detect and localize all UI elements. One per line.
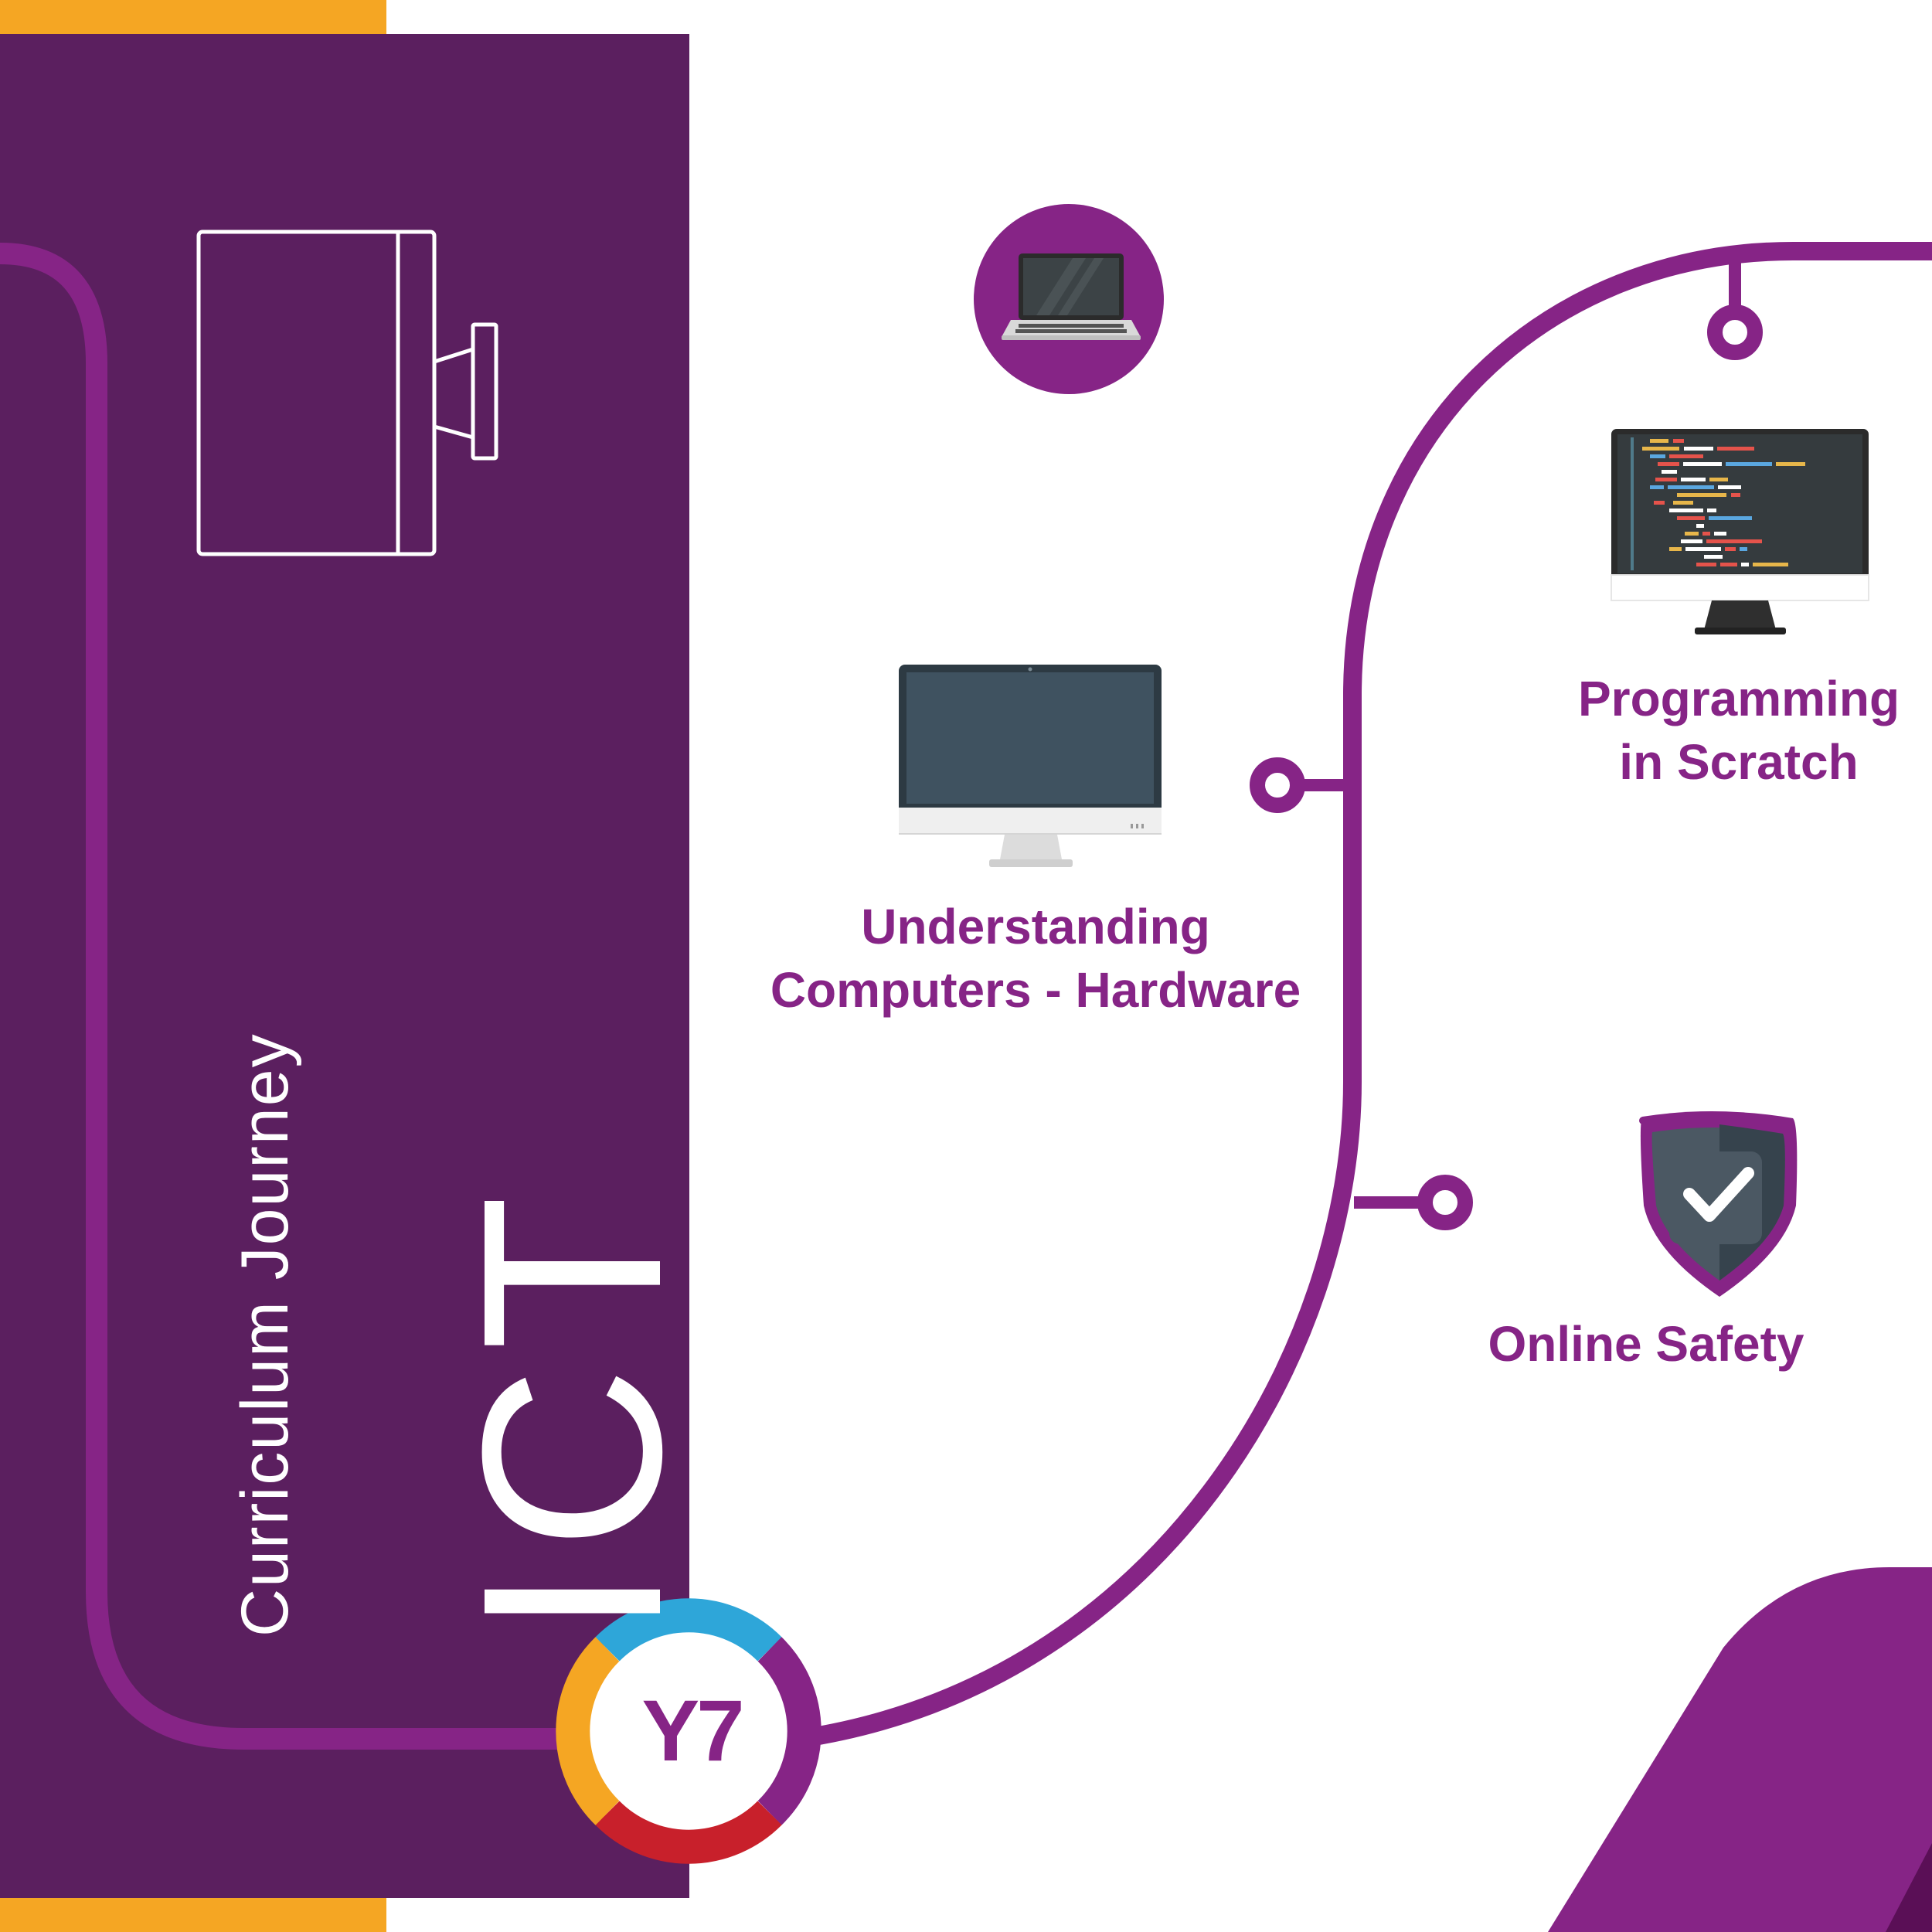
topic-scratch-line-2: in Scratch	[1619, 734, 1859, 790]
shield-check-icon	[1639, 1111, 1798, 1297]
node-safety	[1354, 1175, 1473, 1230]
top-accent-bar	[0, 0, 386, 34]
node-scratch	[1707, 255, 1763, 360]
decorative-ribbon-shadow	[1886, 1843, 1932, 1932]
node-hardware	[1250, 757, 1349, 813]
poster-title-wrap: ICT	[429, 1179, 714, 1637]
decorative-ribbon	[1548, 1567, 1932, 1932]
computer-monitor-outline-icon	[196, 230, 498, 556]
panel-path-line	[0, 243, 587, 1750]
poster-subtitle: Curriculum Journey	[228, 1032, 302, 1637]
topic-scratch-label: Programming in Scratch	[1546, 667, 1932, 794]
topic-safety-label: Online Safety	[1453, 1312, 1839, 1376]
poster-subtitle-wrap: Curriculum Journey	[228, 1032, 302, 1637]
topic-hardware-line-1: Understanding	[861, 899, 1210, 954]
poster-title: ICT	[429, 1179, 714, 1637]
topic-safety-line-1: Online Safety	[1488, 1316, 1804, 1372]
bottom-accent-bar	[0, 1898, 386, 1932]
topic-hardware-label: Understanding Computers - Hardware	[719, 895, 1352, 1022]
side-panel	[0, 34, 689, 1898]
year-badge-label: Y7	[641, 1682, 745, 1779]
code-monitor-icon	[1611, 429, 1869, 634]
year-badge	[556, 1598, 821, 1864]
desktop-monitor-icon	[899, 665, 1162, 867]
topic-hardware-line-2: Computers - Hardware	[770, 962, 1301, 1018]
topic-scratch-line-1: Programming	[1577, 671, 1900, 726]
journey-path-line	[798, 242, 1932, 1748]
laptop-icon	[974, 204, 1164, 394]
